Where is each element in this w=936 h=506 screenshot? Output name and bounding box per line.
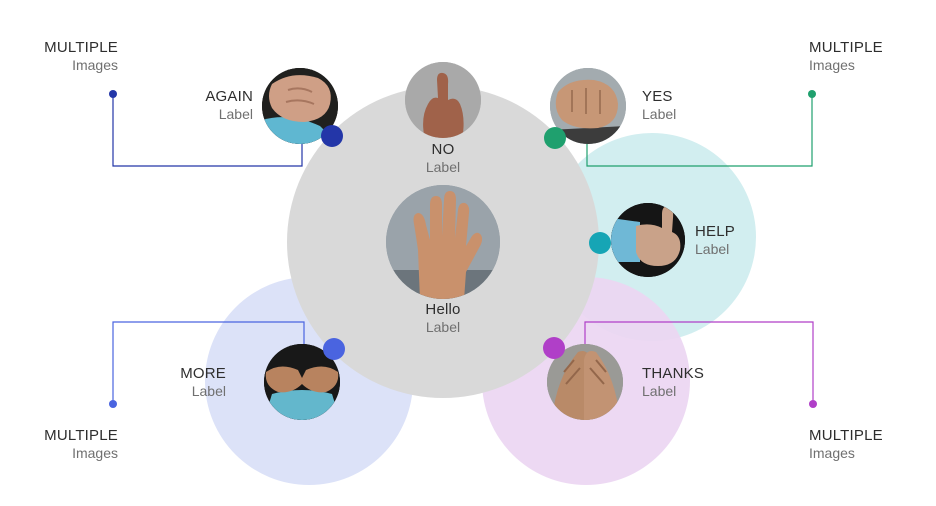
callout-top-left: MULTIPLE Images [18,40,118,72]
callout-title: MULTIPLE [44,427,118,444]
more-marker-dot [323,338,345,360]
callout-title: MULTIPLE [44,39,118,56]
callout-subtitle: Images [809,445,855,461]
more-title: MORE [180,365,226,382]
thanks-subtitle: Label [642,383,677,399]
callout-top-right: MULTIPLE Images [809,40,919,72]
flat-hands-icon [547,344,623,420]
callout-subtitle: Images [809,57,855,73]
callout-title: MULTIPLE [809,39,883,56]
more-node-label: MORE Label [126,366,226,398]
again-marker-dot [321,125,343,147]
center-node-label: Hello Label [393,302,493,334]
help-node-label: HELP Label [695,224,795,256]
callout-dot [809,400,817,408]
thanks-node-label: THANKS Label [642,366,752,398]
callout-bottom-right: MULTIPLE Images [809,428,919,460]
callout-subtitle: Images [72,57,118,73]
thumbs-up-hand-icon [611,203,685,277]
callout-bottom-left: MULTIPLE Images [18,428,118,460]
again-subtitle: Label [218,106,253,122]
callout-dot [109,90,117,98]
open-palm-hand-icon [386,185,500,299]
again-node-label: AGAIN Label [150,89,253,121]
yes-title: YES [642,88,673,105]
help-subtitle: Label [695,241,730,257]
again-title: AGAIN [205,88,253,105]
help-marker-dot [589,232,611,254]
no-subtitle: Label [425,159,461,175]
callout-title: MULTIPLE [809,427,883,444]
yes-node-label: YES Label [642,89,742,121]
more-connector-line [112,321,305,404]
yes-marker-dot [544,127,566,149]
thanks-connector-line [584,321,814,404]
yes-connector-line [586,94,813,167]
thanks-marker-dot [543,337,565,359]
callout-dot [109,400,117,408]
center-title: Hello [425,301,461,318]
help-title: HELP [695,223,735,240]
again-connector-line [112,94,303,167]
callout-dot [808,90,816,98]
no-title: NO [431,141,455,158]
no-node-label: NO Label [403,142,483,174]
fingertips-together-hand-icon [264,344,340,420]
more-subtitle: Label [191,383,226,399]
thanks-title: THANKS [642,365,705,382]
hand-sign-icon [405,62,481,138]
yes-subtitle: Label [642,106,677,122]
center-subtitle: Label [425,319,461,335]
callout-subtitle: Images [72,445,118,461]
